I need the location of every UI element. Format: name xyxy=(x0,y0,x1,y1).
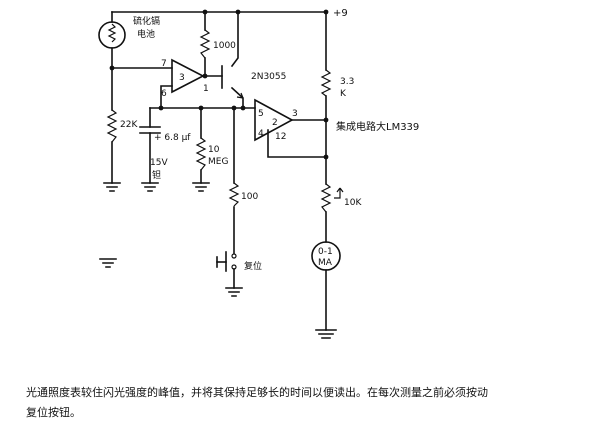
junction-dot xyxy=(235,9,241,15)
caption-line: 复位按钮。 xyxy=(26,406,81,419)
junction-dot xyxy=(240,105,246,111)
capacitor-value-label: + 6.8 μf xyxy=(154,133,191,143)
transistor-label: 2N3055 xyxy=(251,72,286,82)
ground-symbol xyxy=(225,287,243,297)
op2-pin-label: 12 xyxy=(275,132,286,142)
capacitor-voltage-label: 15V xyxy=(150,158,168,168)
meter-label: MA xyxy=(318,258,333,268)
supply-label: +9 xyxy=(333,8,348,19)
junction-dot xyxy=(323,154,329,160)
resistor-1000-label: 1000 xyxy=(213,41,236,51)
op2-pin-label: 4 xyxy=(258,129,264,139)
wires xyxy=(111,11,327,331)
resistor-100 xyxy=(228,182,240,207)
collector-wire xyxy=(230,11,239,68)
ground-symbol xyxy=(141,182,159,192)
resistor-10meg xyxy=(195,137,207,171)
junction-dot xyxy=(231,105,237,111)
junction-dot xyxy=(109,65,115,71)
resistor-10meg-label: 10 xyxy=(208,145,220,155)
junction-dot xyxy=(323,9,329,15)
junction-dot xyxy=(202,73,208,79)
resistor-3.3k-label: K xyxy=(340,89,347,99)
photocell-label: 电池 xyxy=(137,28,155,40)
resistor-3.3k xyxy=(320,69,332,97)
op2-pin-label: 3 xyxy=(292,109,298,119)
op1-pin-label: 6 xyxy=(161,89,167,99)
junction-dot xyxy=(323,117,329,123)
resistor-22k xyxy=(106,109,118,143)
reset-label: 复位 xyxy=(244,260,262,272)
circuit-schematic: +9 硫化镉 电池 1000 2N3055 3.3 K 3 7 6 1 2 5 … xyxy=(98,8,419,339)
op1-number: 3 xyxy=(179,73,185,83)
junction-dot xyxy=(202,9,208,15)
photocell xyxy=(98,21,126,49)
op1-feedback-wire xyxy=(160,85,173,109)
resistor-22k-label: 22K xyxy=(120,120,138,130)
ground-symbol xyxy=(103,182,121,192)
milliammeter xyxy=(311,241,341,271)
junction-dot xyxy=(158,105,164,111)
resistor-1000 xyxy=(199,29,211,59)
op1-pin-label: 1 xyxy=(203,84,209,94)
figure-caption: 光通照度表较住闪光强度的峰值，并将其保持足够长的时间以便读出。在每次测量之前必须… xyxy=(26,383,582,423)
op2-feedback-wire xyxy=(267,129,327,158)
capacitor-6.8uf xyxy=(139,126,161,134)
ground-symbol xyxy=(192,182,210,192)
op2-pin-label: 5 xyxy=(258,109,264,119)
junction-dot xyxy=(198,105,204,111)
ic-label: 集成电路大LM339 xyxy=(336,120,419,133)
op1-pin-label: 7 xyxy=(161,59,167,69)
op-amp-1 xyxy=(171,58,205,94)
potentiometer-10k-label: 10K xyxy=(344,198,362,208)
junctions xyxy=(109,9,329,160)
resistor-100-label: 100 xyxy=(241,192,258,202)
capacitor-type-label: 钽 xyxy=(152,169,161,181)
ground-symbol xyxy=(315,329,337,339)
op-amp-2 xyxy=(254,98,294,142)
op2-number: 2 xyxy=(272,118,278,128)
photocell-label: 硫化镉 xyxy=(133,15,160,27)
resistor-3.3k-label: 3.3 xyxy=(340,77,354,87)
potentiometer-10k xyxy=(320,183,344,213)
ground-symbol xyxy=(99,258,117,268)
resistor-10meg-label: MEG xyxy=(208,157,228,167)
transistor-2n3055 xyxy=(221,65,244,99)
reset-button-symbol xyxy=(216,251,237,272)
meter-label: 0-1 xyxy=(318,247,333,257)
caption-line: 光通照度表较住闪光强度的峰值，并将其保持足够长的时间以便读出。在每次测量之前必须… xyxy=(26,386,488,399)
